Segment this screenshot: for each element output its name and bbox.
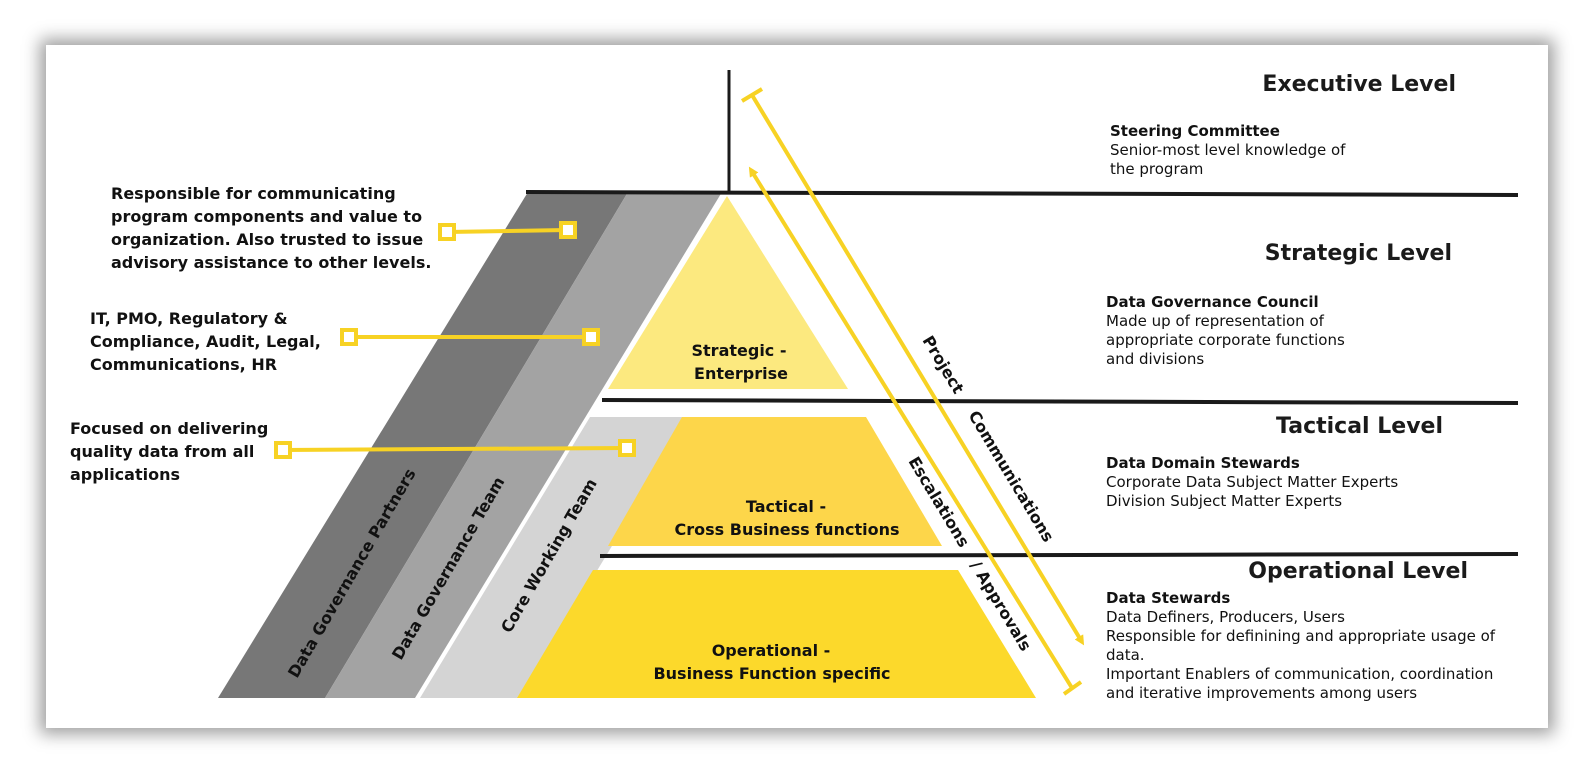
strategic-description-line: and divisions xyxy=(1106,350,1204,368)
note-core-team-line: quality data from all xyxy=(70,442,254,461)
connector-core-team-end-marker xyxy=(618,439,636,457)
connector-partners-end-marker xyxy=(559,221,577,239)
band-core-team xyxy=(420,417,690,698)
connector-partners-start-marker xyxy=(438,223,456,241)
connector-partners-line xyxy=(446,228,568,234)
note-gov-team: IT, PMO, Regulatory & Compliance, Audit,… xyxy=(90,309,321,374)
project-arrow-top-cap xyxy=(740,87,764,103)
rule-top-of-pyramid xyxy=(525,190,1519,197)
pyramid-operational-label-line2: Business Function specific xyxy=(653,664,890,683)
band-gov-team xyxy=(325,192,722,698)
strategic-description-line: appropriate corporate functions xyxy=(1106,331,1345,349)
note-partners: Responsible for communicating program co… xyxy=(111,184,431,272)
operational-description-line: and iterative improvements among users xyxy=(1106,684,1417,702)
rule-strategic-tactical xyxy=(601,398,1519,405)
rule-tactical-operational xyxy=(599,552,1519,558)
tactical-description-line: Division Subject Matter Experts xyxy=(1106,492,1342,510)
note-core-team-line: applications xyxy=(70,465,180,484)
note-partners-line: advisory assistance to other levels. xyxy=(111,253,431,272)
note-partners-line: organization. Also trusted to issue xyxy=(111,230,423,249)
strategic-role: Data Governance Council xyxy=(1106,293,1319,311)
connector-gov-team-start-marker xyxy=(340,328,358,346)
executive-description-line: the program xyxy=(1110,160,1203,178)
note-partners-line: program components and value to xyxy=(111,207,422,226)
pyramid-strategic-label-line1: Strategic - xyxy=(692,341,787,360)
tactical-role: Data Domain Stewards xyxy=(1106,454,1300,472)
escalations-approvals-arrow xyxy=(748,166,1074,690)
note-core-team-line: Focused on delivering xyxy=(70,419,268,438)
tactical-description-line: Corporate Data Subject Matter Experts xyxy=(1106,473,1398,491)
pyramid-tactical xyxy=(608,417,942,546)
operational-level-title: Operational Level xyxy=(1248,559,1468,584)
escalations-arrow-bottom-cap xyxy=(1062,680,1083,696)
pyramid-strategic-label-line2: Enterprise xyxy=(694,364,788,383)
tactical-level-title: Tactical Level xyxy=(1276,414,1443,439)
label-project: Project xyxy=(919,332,968,397)
executive-level-title: Executive Level xyxy=(1262,72,1456,97)
pyramid-strategic xyxy=(608,196,848,389)
pyramid-tactical-label-line2: Cross Business functions xyxy=(675,520,900,539)
executive-role: Steering Committee xyxy=(1110,122,1280,140)
operational-description-line: Data Definers, Producers, Users xyxy=(1106,608,1345,626)
operational-description-line: data. xyxy=(1106,646,1145,664)
project-communications-arrow xyxy=(750,93,1085,646)
note-core-team: Focused on delivering quality data from … xyxy=(70,419,268,484)
note-partners-line: Responsible for communicating xyxy=(111,184,396,203)
pyramid-operational xyxy=(517,570,1036,698)
note-gov-team-line: Compliance, Audit, Legal, xyxy=(90,332,321,351)
connector-core-team-start-marker xyxy=(274,441,292,459)
strategic-description-line: Made up of representation of xyxy=(1106,312,1325,330)
operational-description-line: Important Enablers of communication, coo… xyxy=(1106,665,1493,683)
connector-core-team-line xyxy=(282,446,627,452)
pyramid-operational-label-line1: Operational - xyxy=(712,641,831,660)
strategic-level-title: Strategic Level xyxy=(1265,241,1452,266)
connector-gov-team-end-marker xyxy=(582,328,600,346)
note-gov-team-line: IT, PMO, Regulatory & xyxy=(90,309,288,328)
band-partners xyxy=(218,192,628,698)
operational-description-line: Responsible for definining and appropria… xyxy=(1106,627,1496,645)
note-gov-team-line: Communications, HR xyxy=(90,355,277,374)
executive-description-line: Senior-most level knowledge of xyxy=(1110,141,1346,159)
pyramid-tactical-label-line1: Tactical - xyxy=(746,497,826,516)
operational-role: Data Stewards xyxy=(1106,589,1230,607)
